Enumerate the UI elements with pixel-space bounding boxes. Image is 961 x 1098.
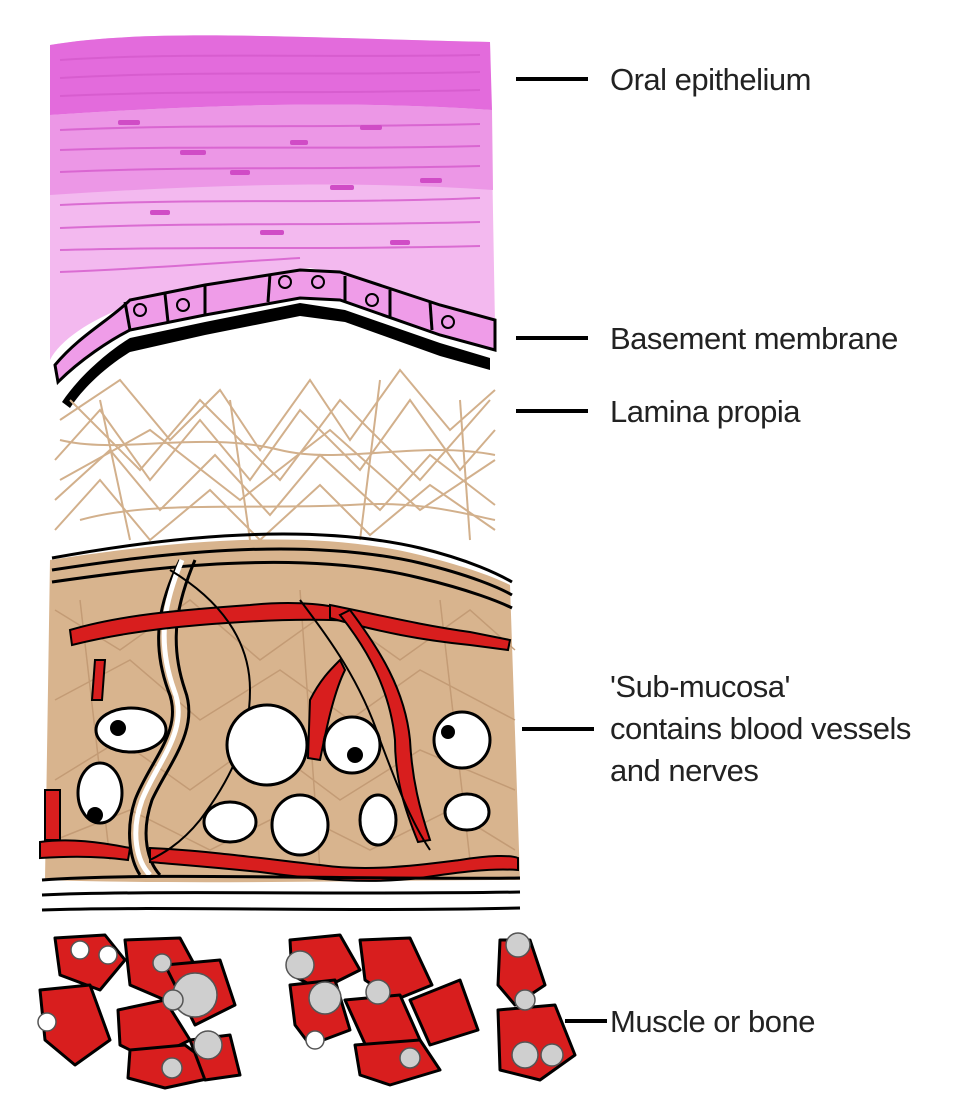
sub-mucosa-label: 'Sub-mucosa'	[610, 668, 790, 706]
basement-membrane-leader	[516, 336, 588, 340]
muscle-or-bone-layer	[38, 933, 575, 1088]
lamina-propia-layer	[55, 370, 495, 540]
muscle-or-bone-leader	[565, 1019, 607, 1023]
lamina-propia-leader	[516, 409, 588, 413]
sub-mucosa-leader	[522, 727, 594, 731]
sub-mucosa-layer	[40, 534, 520, 910]
basement-membrane-label: Basement membrane	[610, 320, 898, 358]
sub-mucosa-description-line1: contains blood vessels	[610, 710, 911, 748]
oral-epithelium-label: Oral epithelium	[610, 61, 811, 99]
lamina-propia-label: Lamina propia	[610, 393, 800, 431]
sub-mucosa-description-line2: and nerves	[610, 752, 758, 790]
muscle-or-bone-label: Muscle or bone	[610, 1003, 815, 1041]
oral-epithelium-leader	[516, 77, 588, 81]
